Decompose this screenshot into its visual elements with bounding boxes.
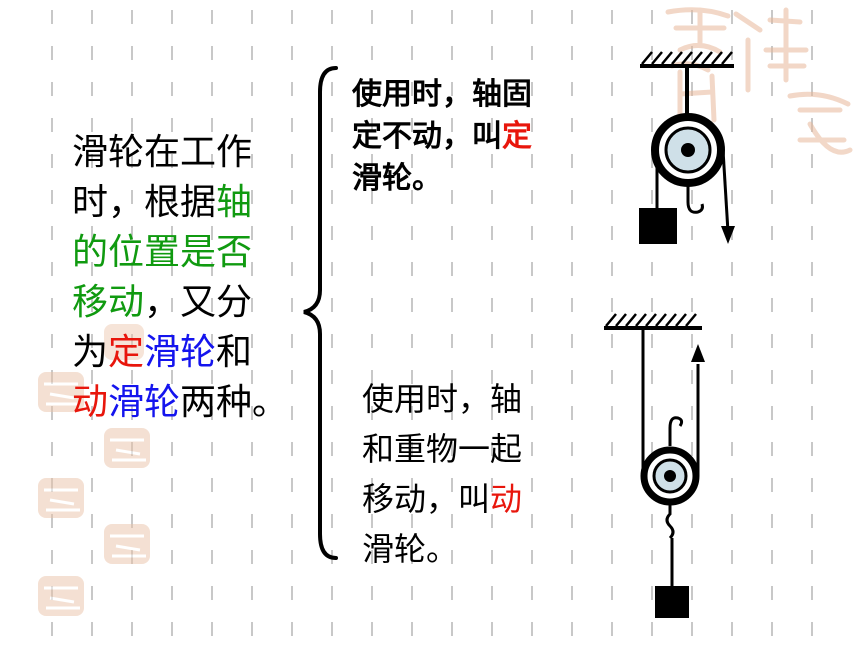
text-line: 移动，叫动 (362, 474, 562, 524)
fixed-pulley-diagram (639, 51, 735, 244)
text-line: 滑轮。 (362, 530, 459, 568)
emphasis-pulley: 滑轮 (108, 382, 181, 423)
text-line: 时，根据轴 (72, 178, 302, 228)
emphasis-pulley: 滑轮 (144, 332, 217, 373)
text-segment: 移动，叫 (362, 480, 491, 518)
text-line: 滑轮在工作 (72, 128, 302, 178)
emphasis-fixed: 定 (108, 332, 145, 373)
pulley-classification-text: 滑轮在工作 时，根据轴 的位置是否 移动，又分 为定滑轮和 动滑轮两种。 (72, 128, 302, 428)
seal-watermark-small-5 (38, 576, 84, 616)
text-segment: 和 (216, 332, 253, 373)
text-segment: ，又分 (144, 282, 253, 323)
movable-pulley-description: 使用时，轴 和重物一起 移动，叫动 滑轮。 (362, 374, 562, 574)
seal-watermark-small-2 (104, 428, 150, 468)
text-line: 为定滑轮和 (72, 328, 302, 378)
text-line: 滑轮。 (352, 161, 442, 196)
lower-hook (665, 502, 675, 540)
emphasis-position: 的位置是否 (72, 232, 253, 273)
text-segment: 为 (72, 332, 109, 373)
text-segment: 定不动，叫 (352, 119, 502, 154)
pull-arrow-up (691, 344, 705, 362)
pull-arrow-down (721, 226, 735, 244)
text-line: 和重物一起 (362, 430, 523, 468)
text-line: 使用时，轴 (362, 380, 523, 418)
text-segment: 滑轮在工作 (72, 132, 253, 173)
rope-right (721, 149, 730, 233)
text-segment: 两种。 (180, 382, 289, 423)
text-segment: 时，根据 (72, 182, 217, 223)
movable-pulley-diagram (604, 313, 705, 618)
text-line: 的位置是否 (72, 228, 302, 278)
emphasis-movable: 动 (490, 480, 523, 518)
pulley-axle (664, 470, 676, 482)
load-weight (655, 586, 689, 618)
emphasis-axle: 轴 (216, 182, 253, 223)
text-line: 使用时，轴固 (352, 77, 532, 112)
seal-watermark-small-1 (38, 372, 84, 412)
ceiling-hatching (605, 313, 697, 327)
emphasis-fixed: 定 (502, 119, 532, 154)
seal-watermark-small-3 (38, 478, 84, 518)
emphasis-movable: 动 (72, 382, 109, 423)
ceiling-hatching (641, 51, 733, 65)
seal-watermark-small-6 (104, 324, 144, 360)
text-line: 移动，又分 (72, 278, 302, 328)
text-line: 动滑轮两种。 (72, 378, 302, 428)
text-line: 定不动，叫定 (352, 116, 592, 158)
curly-brace (303, 66, 338, 560)
upper-hook (668, 416, 684, 446)
seal-watermark-small-4 (104, 524, 150, 564)
emphasis-move: 移动 (72, 282, 145, 323)
pulley-axle (681, 143, 695, 157)
hook (686, 182, 704, 214)
load-weight (639, 208, 677, 244)
fixed-pulley-description: 使用时，轴固 定不动，叫定 滑轮。 (352, 74, 592, 200)
